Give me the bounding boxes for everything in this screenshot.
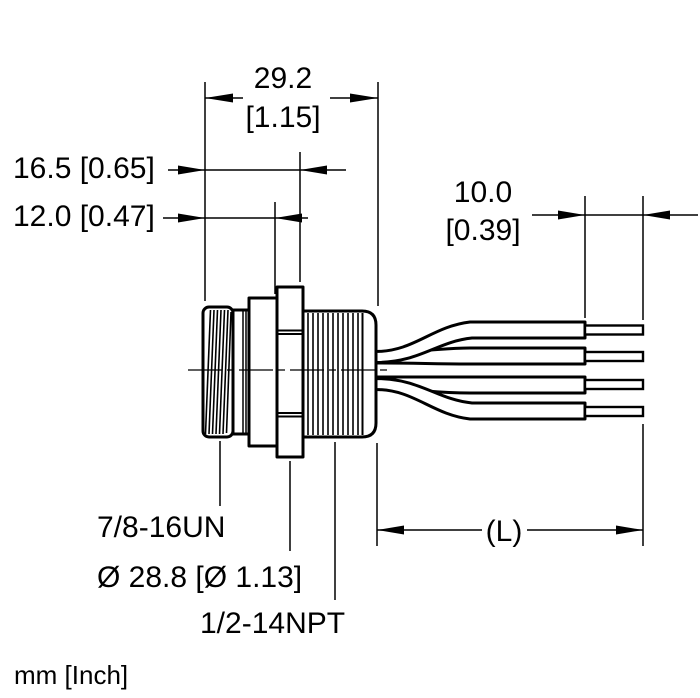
front-thread-section xyxy=(201,305,235,439)
rear-thread-outline xyxy=(301,309,378,439)
wire-tip-1 xyxy=(583,324,645,336)
dim-overall-inch-text: [1.15] xyxy=(245,101,320,134)
flange-diameter-label: Ø 28.8 [Ø 1.13] xyxy=(97,561,302,594)
arrowhead-left xyxy=(178,165,205,175)
wire-tip-4 xyxy=(583,405,645,418)
dim-lead-length-text: (L) xyxy=(486,515,523,548)
rear-thread-label: 1/2-14NPT xyxy=(200,607,345,640)
units-note: mm [Inch] xyxy=(14,660,128,690)
dimension-overall-width: 29.2 [1.15] xyxy=(204,62,379,306)
connector-body xyxy=(201,285,378,459)
arrowhead-right xyxy=(643,210,670,220)
front-thread-label: 7/8-16UN xyxy=(97,511,225,544)
dimension-thread-width: 12.0 [0.47] xyxy=(13,200,308,294)
rear-thread-section xyxy=(301,309,378,439)
wire-1 xyxy=(374,320,587,364)
arrowhead-left xyxy=(558,210,585,220)
dim-body-width-text: 16.5 [0.65] xyxy=(13,152,155,185)
arrowhead-right xyxy=(616,525,643,535)
wire-tip-2 xyxy=(583,350,645,363)
dim-strip-mm-text: 10.0 xyxy=(454,176,512,209)
hex-outline xyxy=(275,285,305,459)
hex-flange xyxy=(275,285,305,459)
arrowhead-left xyxy=(178,213,205,223)
arrowhead-right xyxy=(300,165,327,175)
flying-leads xyxy=(374,320,645,421)
arrowhead-right xyxy=(275,213,302,223)
thread-labels: 7/8-16UN Ø 28.8 [Ø 1.13] 1/2-14NPT xyxy=(97,441,345,640)
front-thread-lines xyxy=(204,309,232,435)
collar-section xyxy=(231,308,251,436)
arrowhead-right xyxy=(350,93,378,103)
wire-tip-3 xyxy=(583,378,645,391)
wire-4 xyxy=(374,377,587,421)
dim-overall-mm-text: 29.2 xyxy=(254,62,312,95)
arrowhead-left xyxy=(205,93,233,103)
hex-chamfer-lines xyxy=(277,329,303,418)
body-washer-outline xyxy=(247,296,279,448)
dim-thread-width-text: 12.0 [0.47] xyxy=(13,200,155,233)
dimension-lead-length: (L) xyxy=(376,424,644,548)
arrowhead-left xyxy=(377,525,404,535)
dimension-body-width: 16.5 [0.65] xyxy=(13,152,346,282)
rear-thread-lines xyxy=(307,313,359,435)
dim-strip-inch-text: [0.39] xyxy=(445,214,520,247)
dimension-strip-length: 10.0 [0.39] xyxy=(445,176,698,320)
